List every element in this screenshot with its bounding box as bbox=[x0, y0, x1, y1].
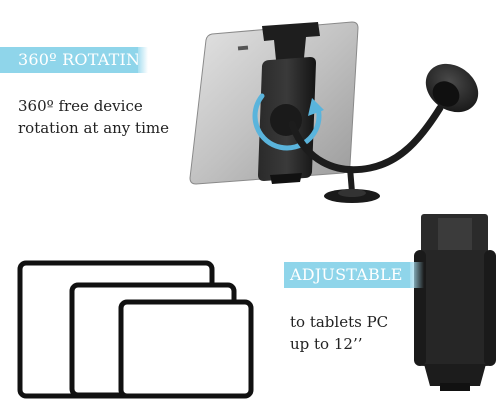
tablet-outline-icon bbox=[17, 260, 254, 399]
tablet-size-description-line1: to tablets PC bbox=[290, 313, 389, 331]
rotating-banner-label: 360º ROTATING bbox=[18, 50, 154, 69]
rotation-description: 360º free device rotation at any time bbox=[18, 95, 169, 139]
adjustable-holder bbox=[414, 214, 496, 391]
suction-cup bbox=[425, 63, 479, 113]
gooseneck-arm bbox=[288, 104, 444, 174]
adjustable-banner-label: ADJUSTABLE bbox=[290, 265, 403, 284]
base-stem bbox=[347, 167, 355, 193]
tablet-size-description-line2: up to 12’’ bbox=[290, 335, 363, 353]
rotation-description-line2: rotation at any time bbox=[18, 119, 169, 137]
rotating-banner: 360º ROTATING bbox=[0, 47, 153, 73]
adjustable-banner: ADJUSTABLE bbox=[284, 262, 424, 288]
tablet-size-description: to tablets PC up to 12’’ bbox=[290, 311, 388, 355]
base-plate bbox=[324, 189, 380, 203]
rotation-description-line1: 360º free device bbox=[18, 97, 143, 115]
rotation-arrow-icon bbox=[252, 93, 324, 151]
